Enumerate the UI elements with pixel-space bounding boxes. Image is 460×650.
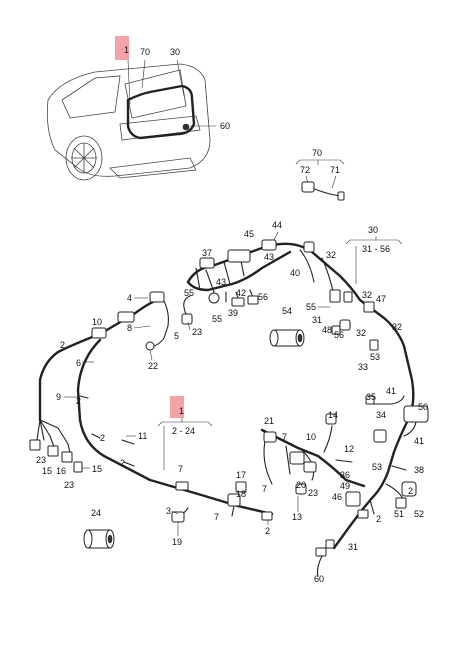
callout-70: 70 — [140, 47, 150, 57]
callout-43-b: 43 — [216, 277, 226, 287]
callout-40: 40 — [290, 268, 300, 278]
callout-72: 72 — [300, 165, 310, 175]
callout-7-a: 7 — [178, 464, 183, 474]
callout-1-main: 1 — [179, 406, 184, 416]
callout-60: 60 — [220, 121, 230, 131]
callout-71: 71 — [330, 165, 340, 175]
callout-54: 54 — [282, 306, 292, 316]
callout-15-b: 15 — [92, 464, 102, 474]
callout-30-main: 30 — [368, 225, 378, 235]
callout-56-b: 56 — [334, 330, 344, 340]
callout-41-a: 41 — [386, 386, 396, 396]
callout-14: 14 — [328, 410, 338, 420]
callout-32-b: 32 — [362, 290, 372, 300]
callout-20: 20 — [296, 480, 306, 490]
callout-1: 1 — [124, 45, 129, 55]
callout-56-a: 56 — [258, 292, 268, 302]
callout-15-a: 15 — [42, 466, 52, 476]
callout-32-d: 32 — [356, 328, 366, 338]
group-30-header: 30 31 - 56 — [345, 225, 403, 284]
callout-13: 13 — [292, 512, 302, 522]
callout-7-c: 7 — [282, 432, 287, 442]
tape-roll-54 — [269, 329, 305, 347]
callout-32-a: 32 — [326, 250, 336, 260]
callout-4: 4 — [127, 293, 132, 303]
callout-10-b: 10 — [306, 432, 316, 442]
callout-42: 42 — [236, 288, 246, 298]
callout-38: 38 — [414, 465, 424, 475]
callout-24-b: 24 — [91, 508, 101, 518]
callout-17: 17 — [236, 470, 246, 480]
callout-51: 51 — [394, 509, 404, 519]
callout-18: 18 — [236, 489, 246, 499]
callout-23-c: 23 — [64, 480, 74, 490]
callout-23-d: 23 — [308, 488, 318, 498]
callout-47: 47 — [376, 294, 386, 304]
callout-31-56: 31 - 56 — [362, 244, 390, 254]
callout-6: 6 — [76, 358, 81, 368]
callout-2-c: 2 — [100, 433, 105, 443]
callout-70-group: 70 — [312, 148, 322, 158]
car-inset: 1 70 30 60 — [46, 36, 230, 181]
callout-11: 11 — [138, 431, 147, 441]
callout-36: 36 — [340, 470, 350, 480]
callout-22: 22 — [148, 361, 158, 371]
callout-49: 49 — [340, 481, 350, 491]
callout-48: 48 — [322, 325, 332, 335]
detail-inset-70: 70 72 71 — [295, 148, 345, 201]
callout-55-c: 55 — [306, 302, 316, 312]
callout-43-a: 43 — [264, 252, 274, 262]
callout-53-a: 53 — [370, 352, 380, 362]
callout-45: 45 — [244, 229, 254, 239]
callout-10: 10 — [92, 317, 102, 327]
callout-labels: 4 10 8 5 23 2 6 22 9 2 2 11 2 23 15 16 1… — [36, 220, 428, 584]
callout-7-d: 7 — [262, 484, 267, 494]
callout-60-main: 60 — [314, 574, 324, 584]
callout-31-a: 31 — [312, 315, 322, 325]
callout-32-c: 32 — [392, 322, 402, 332]
callout-19: 19 — [172, 537, 182, 547]
callout-34: 34 — [376, 410, 386, 420]
callout-8: 8 — [127, 323, 132, 333]
highlight-marker — [115, 36, 129, 60]
callout-5: 5 — [174, 331, 179, 341]
callout-55-b: 55 — [212, 314, 222, 324]
callout-53-b: 53 — [372, 462, 382, 472]
callout-2-d: 2 — [120, 458, 125, 468]
callout-55-a: 55 — [184, 288, 194, 298]
callout-39: 39 — [228, 308, 238, 318]
tape-roll-24 — [83, 529, 115, 549]
callout-30: 30 — [170, 47, 180, 57]
callout-2-b: 2 — [76, 396, 81, 406]
callout-2-24: 2 - 24 — [172, 426, 195, 436]
callout-37: 37 — [202, 248, 212, 258]
callout-35: 35 — [366, 392, 376, 402]
callout-33: 33 — [358, 362, 368, 372]
main-group-header: 1 2 - 24 — [157, 396, 213, 470]
callout-46: 46 — [332, 492, 342, 502]
callout-23-b: 23 — [36, 455, 46, 465]
callout-2-g: 2 — [408, 486, 413, 496]
callout-2-e: 2 — [265, 526, 270, 536]
callout-12: 12 — [344, 444, 354, 454]
callout-16: 16 — [56, 466, 66, 476]
callout-44: 44 — [272, 220, 282, 230]
callout-21: 21 — [264, 416, 274, 426]
callout-3: 3 — [166, 506, 171, 516]
callout-50: 50 — [418, 402, 428, 412]
callout-7-b: 7 — [214, 512, 219, 522]
callout-23-a: 23 — [192, 327, 202, 337]
highlight-marker-main — [170, 396, 184, 418]
callout-52: 52 — [414, 509, 424, 519]
main-harness — [29, 239, 429, 577]
callout-41-b: 41 — [414, 436, 424, 446]
callout-31-b: 31 — [348, 542, 358, 552]
callout-2-a: 2 — [60, 340, 65, 350]
callout-9: 9 — [56, 392, 61, 402]
callout-2-f: 2 — [376, 514, 381, 524]
